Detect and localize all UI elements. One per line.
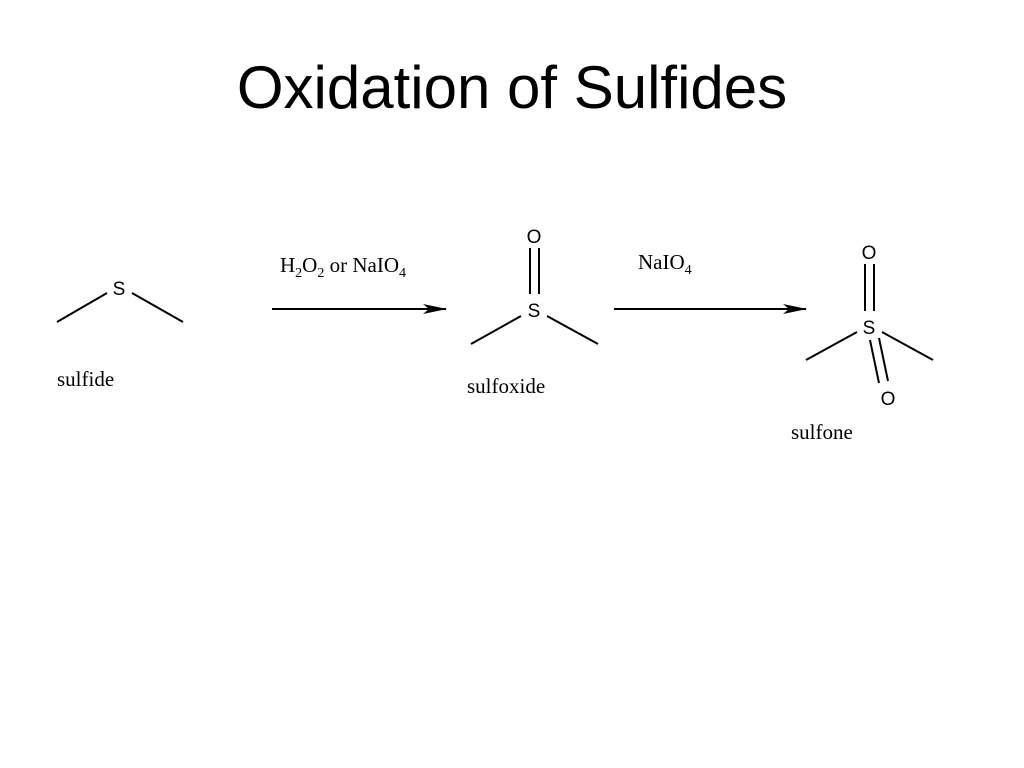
reagent-text-part: H: [280, 253, 295, 277]
reagent-text-part: 4: [399, 266, 406, 281]
sulfone-right-bond: [881, 331, 934, 361]
sulfone-oxygen-top-atom: O: [862, 243, 877, 264]
reagent-text-part: 2: [295, 266, 302, 281]
sulfone-label: sulfone: [791, 420, 853, 444]
reagent-2-label: NaIO4: [638, 250, 692, 278]
reagent-text-part: 2: [317, 266, 324, 281]
sulfide-left-bond: [56, 292, 108, 323]
sulfide-label: sulfide: [57, 367, 114, 391]
reaction-step-1: H2O2 or NaIO4: [272, 253, 447, 314]
reagent-text-part: or NaIO: [324, 253, 399, 277]
sulfoxide-right-bond: [546, 315, 599, 345]
slide-title: Oxidation of Sulfides: [236, 54, 788, 121]
sulfide-structure: S sulfide: [56, 279, 184, 391]
reagent-text-part: 4: [685, 263, 692, 278]
sulfone-bottom-double-bond-b: [878, 337, 889, 382]
sulfoxide-label: sulfoxide: [467, 374, 545, 398]
sulfide-right-bond: [131, 292, 184, 323]
sulfone-structure: O S O sulfone: [791, 243, 934, 444]
sulfoxide-structure: O S sulfoxide: [467, 227, 599, 398]
reagent-text-part: O: [302, 253, 317, 277]
sulfone-oxygen-bottom-atom: O: [881, 389, 896, 410]
sulfone-bottom-double-bond-a: [869, 339, 880, 384]
sulfoxide-left-bond: [470, 315, 522, 345]
reagent-text-part: NaIO: [638, 250, 685, 274]
sulfoxide-oxygen-atom: O: [527, 227, 542, 248]
reagent-1-label: H2O2 or NaIO4: [280, 253, 406, 281]
sulfide-sulfur-atom: S: [113, 279, 126, 300]
reaction-step-2: NaIO4: [614, 250, 807, 314]
sulfone-left-bond: [805, 331, 858, 361]
sulfoxide-sulfur-atom: S: [528, 301, 541, 322]
sulfone-sulfur-atom: S: [863, 318, 876, 339]
